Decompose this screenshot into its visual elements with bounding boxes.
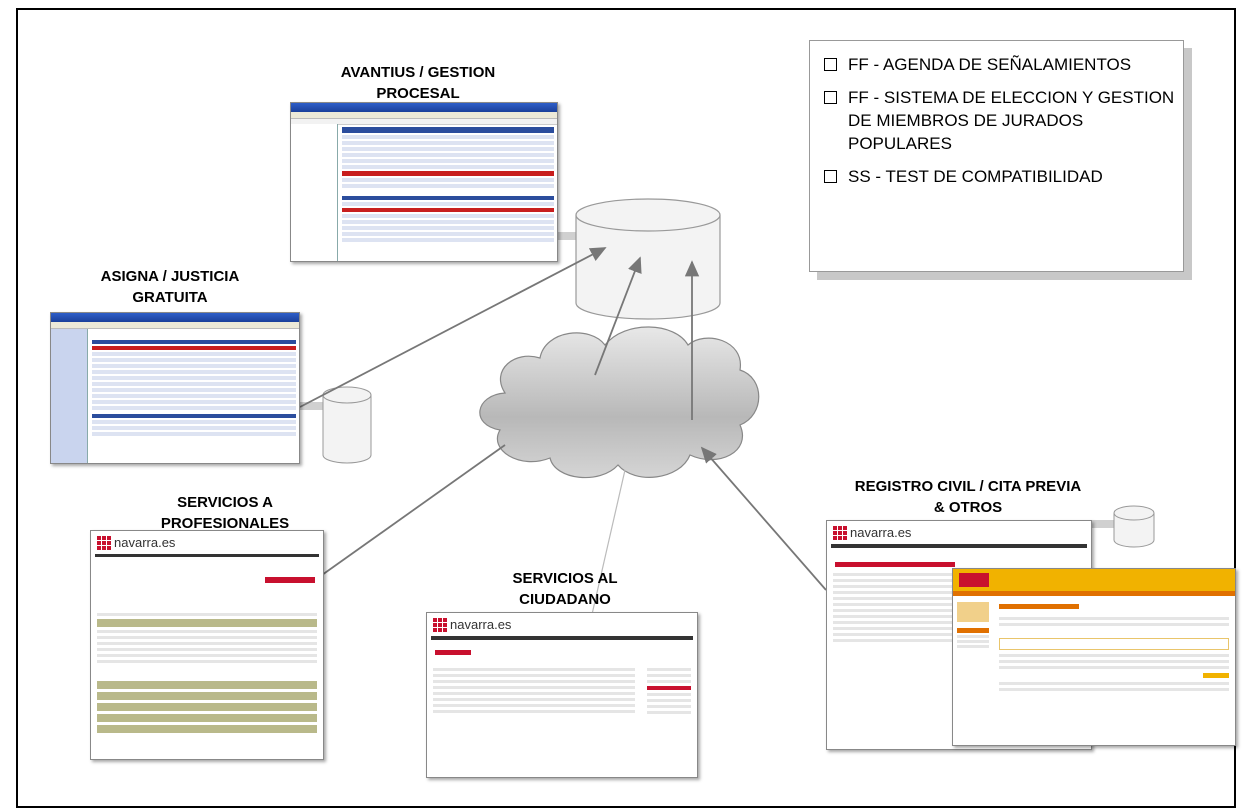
arrow-cloud-to-db-left (594, 256, 642, 376)
main-database (575, 198, 721, 320)
checkbox-icon (824, 91, 837, 104)
link-bar-asigna (296, 402, 324, 410)
line-profesionales-to-cloud (321, 444, 506, 576)
label-registro: REGISTRO CIVIL / CITA PREVIA & OTROS (854, 478, 1082, 516)
internet-cloud (479, 326, 760, 479)
legend-item: FF - SISTEMA DE ELECCION Y GESTION DE MI… (824, 86, 1183, 155)
legend-item: SS - TEST DE COMPATIBILIDAD (824, 165, 1183, 188)
link-bar-registro (1090, 520, 1114, 528)
label-asigna: ASIGNA / JUSTICIA GRATUITA (100, 268, 240, 306)
profesionales-screenshot: navarra.es (90, 530, 324, 760)
asigna-screenshot (50, 312, 300, 464)
avantius-screenshot (290, 102, 558, 262)
ciudadano-screenshot: navarra.es (426, 612, 698, 778)
asigna-database (322, 386, 372, 464)
arrow-registro-to-cloud (700, 446, 827, 591)
legend-item: FF - AGENDA DE SEÑALAMIENTOS (824, 53, 1183, 76)
checkbox-icon (824, 58, 837, 71)
registro-screenshot-front (952, 568, 1236, 746)
label-avantius: AVANTIUS / GESTION PROCESAL (340, 64, 496, 102)
label-ciudadano: SERVICIOS AL CIUDADANO (512, 570, 618, 608)
arrow-asigna-to-db (299, 247, 607, 408)
legend-box: FF - AGENDA DE SEÑALAMIENTOS FF - SISTEM… (809, 40, 1184, 272)
registro-database (1113, 505, 1155, 548)
label-profesionales: SERVICIOS A PROFESIONALES (160, 494, 290, 532)
link-bar-avantius (556, 232, 580, 240)
checkbox-icon (824, 170, 837, 183)
